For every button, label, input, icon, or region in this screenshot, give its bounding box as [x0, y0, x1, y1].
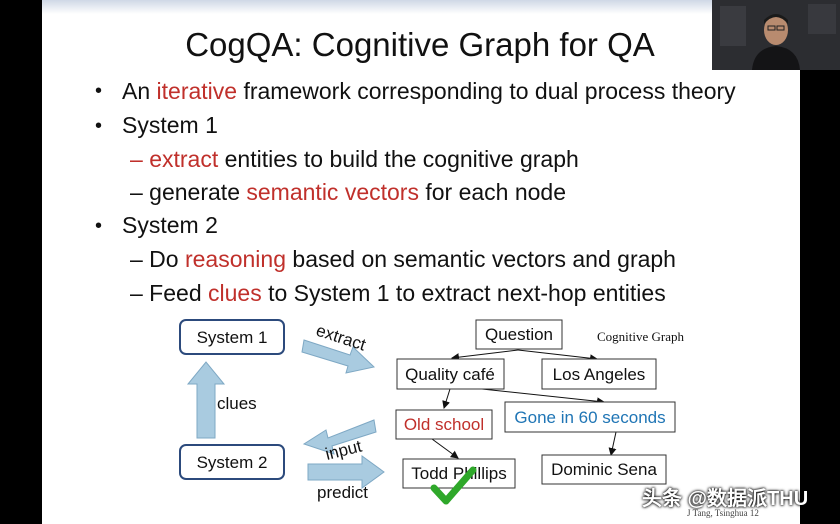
- checkmark-icon: [430, 466, 477, 505]
- bullet-icon: •: [95, 80, 103, 102]
- node-question: [475, 319, 563, 350]
- clues-arrow-icon: [186, 361, 226, 439]
- system1-box: [179, 319, 285, 355]
- bullet-line-system2: System 2: [122, 212, 218, 238]
- text-segment: framework corresponding to dual process …: [237, 78, 736, 104]
- highlight-reasoning: reasoning: [184, 246, 287, 272]
- bullet-line-system1: System 1: [122, 112, 218, 138]
- highlight-iterative: iterative: [156, 78, 238, 104]
- input-arrow-icon: [302, 419, 377, 455]
- predict-arrow-icon: [307, 455, 385, 489]
- dash-icon: –: [130, 280, 143, 306]
- cognitive-graph-label: Cognitive Graph: [597, 329, 685, 344]
- edge-qualitycafe-oldschool: [442, 388, 451, 409]
- node-question-label: Question: [485, 325, 553, 344]
- node-quality-cafe-label: Quality café: [405, 365, 495, 384]
- slide: CogQA: Cognitive Graph for QA • An itera…: [42, 0, 800, 524]
- dash-icon: –: [130, 146, 143, 172]
- right-black-bar: [800, 0, 840, 524]
- slide-footer: J Tang, Tsinghua 12: [687, 508, 759, 518]
- node-old-school: [395, 409, 493, 440]
- edge-question-qualitycafe: [451, 349, 519, 362]
- sub-bullet-clues: – Feed clues to System 1 to extract next…: [130, 280, 666, 307]
- highlight-semantic-vectors: semantic vectors: [246, 179, 419, 205]
- webcam-video: [712, 0, 840, 70]
- node-los-angeles: [541, 358, 657, 390]
- slide-top-band: [42, 0, 800, 14]
- edge-oldschool-todd: [431, 438, 459, 459]
- system2-label: System 2: [197, 453, 268, 472]
- bullet-icon: •: [95, 115, 103, 137]
- predict-label: predict: [317, 483, 368, 502]
- node-gone-in-60: [504, 401, 676, 433]
- highlight-clues: clues: [208, 280, 262, 306]
- text-segment: Feed: [142, 280, 209, 306]
- dash-icon: –: [130, 246, 143, 272]
- edge-question-losangeles: [517, 349, 598, 363]
- dash-icon: –: [130, 179, 143, 205]
- node-dominic-sena-label: Dominic Sena: [551, 460, 657, 479]
- extract-arrow-icon: [301, 339, 376, 374]
- text-segment: for each node: [418, 179, 567, 205]
- node-los-angeles-label: Los Angeles: [553, 365, 646, 384]
- system1-label: System 1: [197, 328, 268, 347]
- node-todd-phillips-label: Todd Phillips: [411, 464, 506, 483]
- text-segment: Do: [142, 246, 185, 272]
- text-segment: based on semantic vectors and graph: [286, 246, 676, 272]
- node-quality-cafe: [396, 358, 505, 390]
- slide-title: CogQA: Cognitive Graph for QA: [185, 26, 655, 63]
- bullet-icon: •: [95, 215, 103, 237]
- sub-bullet-extract: – extract entities to build the cognitiv…: [130, 146, 579, 173]
- node-gone-in-60-label: Gone in 60 seconds: [514, 408, 665, 427]
- text-segment: An: [122, 78, 157, 104]
- speaker-avatar-icon: [712, 0, 840, 70]
- text-segment: generate: [142, 179, 247, 205]
- edge-qualitycafe-gone60: [481, 388, 605, 406]
- edge-gone60-dominic: [608, 431, 617, 456]
- sub-bullet-reasoning: – Do reasoning based on semantic vectors…: [130, 246, 676, 273]
- system2-box: [179, 444, 285, 480]
- watermark-text: 头条 @数据派THU: [642, 488, 809, 510]
- left-black-bar: [0, 0, 42, 524]
- highlight-extract: extract: [149, 146, 219, 172]
- node-dominic-sena: [541, 454, 667, 485]
- bullet-line-1: An iterative framework corresponding to …: [122, 78, 736, 105]
- text-segment: to System 1 to extract next-hop entities: [261, 280, 666, 306]
- sub-bullet-semantic: – generate semantic vectors for each nod…: [130, 179, 566, 206]
- clues-label: clues: [217, 394, 257, 413]
- node-old-school-label: Old school: [404, 415, 484, 434]
- text-segment: entities to build the cognitive graph: [218, 146, 579, 172]
- cogqa-diagram: System 1 System 2 clues extract input pr…: [179, 319, 685, 505]
